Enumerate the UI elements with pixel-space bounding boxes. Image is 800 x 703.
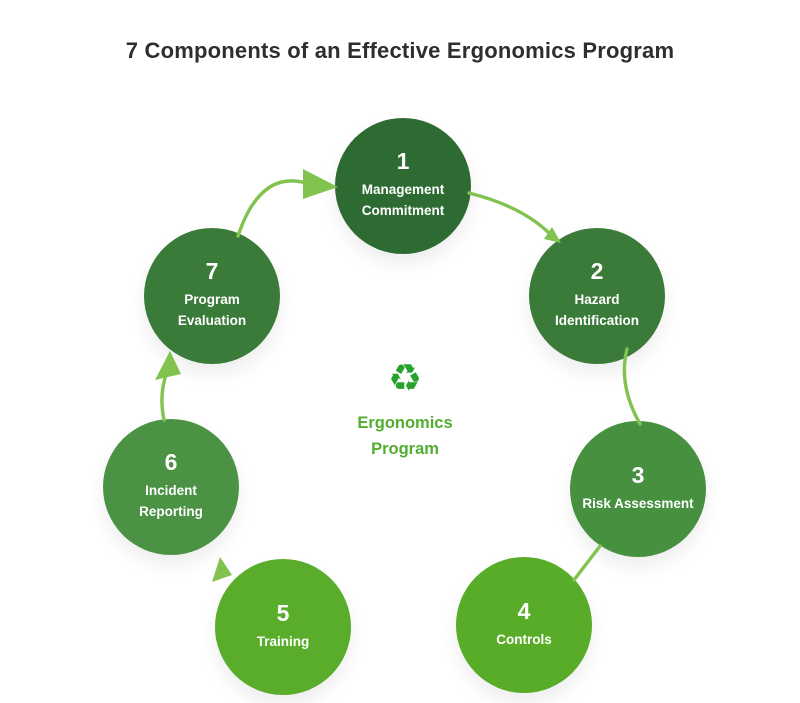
step-circle-management-commitment: 1 Management Commitment bbox=[335, 118, 471, 254]
step-label: Program Evaluation bbox=[177, 292, 247, 328]
step-number: 6 bbox=[164, 449, 178, 476]
step-circle-risk-assessment: 3 Risk Assessment bbox=[570, 421, 706, 557]
step-label: Management Commitment bbox=[361, 182, 445, 218]
arrow-1-to-2 bbox=[467, 191, 551, 235]
step-label: Hazard Identification bbox=[555, 292, 639, 328]
arrow-6-to-7 bbox=[160, 373, 168, 422]
step-circle-hazard-identification: 2 Hazard Identification bbox=[529, 228, 665, 364]
center-label-line2: Program bbox=[371, 440, 439, 459]
step-number: 4 bbox=[517, 597, 531, 624]
arrowhead-5-to-6 bbox=[212, 557, 232, 582]
recycle-icon: ♻ bbox=[387, 358, 423, 400]
step-circle-program-evaluation: 7 Program Evaluation bbox=[144, 228, 280, 364]
step-label: Risk Assessment bbox=[582, 495, 694, 511]
arrowhead-7-to-1 bbox=[303, 169, 338, 199]
step-label: Training bbox=[256, 633, 310, 649]
center-label: Ergonomics Program bbox=[330, 410, 480, 463]
step-number: 7 bbox=[205, 258, 219, 285]
step-number: 2 bbox=[590, 258, 604, 285]
arrow-2-to-3 bbox=[622, 347, 642, 426]
center-label-line1: Ergonomics bbox=[357, 414, 453, 432]
page-title: 7 Components of an Effective Ergonomics … bbox=[125, 38, 675, 63]
step-number: 5 bbox=[276, 599, 290, 626]
step-circle-training: 5 Training bbox=[215, 559, 351, 695]
step-number: 3 bbox=[631, 461, 645, 488]
arrow-7-to-1 bbox=[236, 179, 308, 238]
arrowhead-6-to-7 bbox=[155, 351, 181, 380]
step-number: 1 bbox=[396, 148, 410, 175]
center-hub: ♻ Ergonomics Program bbox=[330, 360, 480, 463]
step-circle-incident-reporting: 6 Incident Reporting bbox=[103, 419, 239, 555]
step-label: Controls bbox=[496, 631, 552, 647]
step-label: Incident Reporting bbox=[139, 483, 203, 519]
step-circle-controls: 4 Controls bbox=[456, 557, 592, 693]
arrow-3-to-4 bbox=[572, 544, 602, 582]
